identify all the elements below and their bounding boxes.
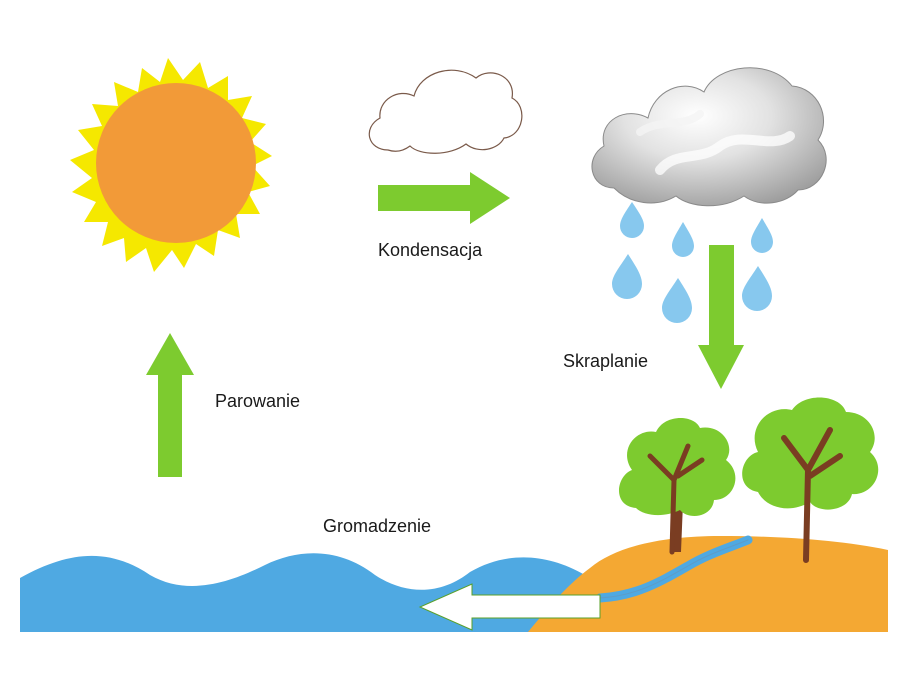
white-cloud-icon [368,69,523,154]
condensation-label: Kondensacja [378,240,483,260]
evaporation-label: Parowanie [215,391,301,411]
runoff-arrow [418,583,601,631]
raindrop-icon [672,222,694,257]
river [595,535,753,603]
evaporation-arrow [146,333,194,477]
precipitation-label: Skraplanie [563,351,649,371]
raindrop-icon [662,278,692,323]
collection-label: Gromadzenie [323,516,432,536]
precipitation-arrow [698,245,744,389]
condensation-arrow [378,172,510,224]
tree-icon [742,397,879,563]
sun-icon [70,58,272,272]
water-body [20,553,600,632]
raindrop-icon [742,266,772,311]
raindrops [612,202,773,323]
tree-icon [619,417,736,555]
raindrop-icon [612,254,642,299]
raindrop-icon [751,218,773,253]
rain-cloud-icon [591,67,827,207]
land [528,536,888,632]
raindrop-icon [620,202,644,238]
